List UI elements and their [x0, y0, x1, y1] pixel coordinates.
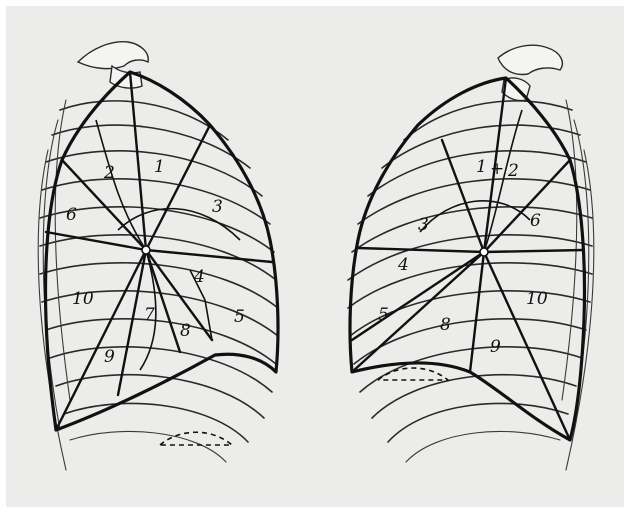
right-label-5: 5 — [378, 305, 389, 325]
left-hilum-point — [142, 246, 150, 254]
left-label-2: 2 — [103, 163, 115, 183]
right-label-3: 3 — [418, 215, 429, 235]
right-hilum-point — [480, 248, 488, 256]
left-label-7: 7 — [144, 305, 155, 325]
right-label-2: 2 — [507, 161, 519, 181]
left-label-9: 9 — [104, 347, 115, 367]
right-label-6: 6 — [530, 211, 541, 231]
left-label-8: 8 — [180, 321, 191, 341]
right-extra-mark: + — [490, 159, 504, 179]
right-label-10: 10 — [526, 289, 548, 309]
left-label-4: 4 — [193, 267, 205, 287]
left-label-10: 10 — [72, 289, 94, 309]
right-label-8: 8 — [440, 315, 451, 335]
right-label-9: 9 — [490, 337, 501, 357]
left-label-6: 6 — [66, 205, 77, 225]
left-label-5: 5 — [234, 307, 245, 327]
left-label-3: 3 — [212, 197, 223, 217]
right-label-1: 1 — [476, 157, 487, 177]
left-label-1: 1 — [154, 157, 165, 177]
right-label-4: 4 — [397, 255, 409, 275]
